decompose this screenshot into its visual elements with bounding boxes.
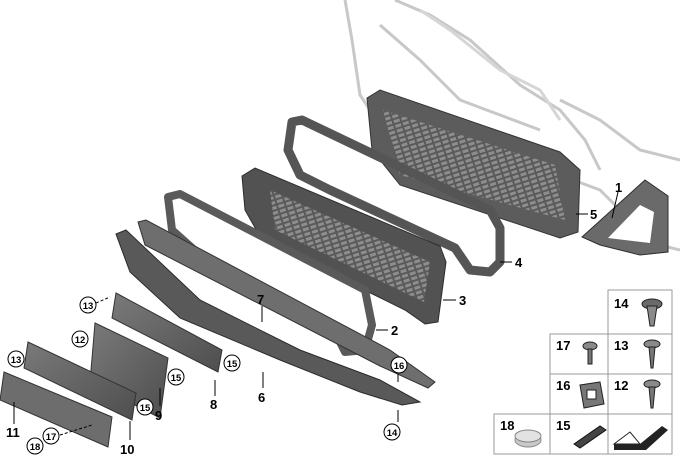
callout-6: 6 (258, 390, 265, 405)
fastener-table: 14 17 13 16 12 18 15 (493, 289, 673, 455)
spoiler-6 (115, 229, 422, 406)
callout-14: 14 (387, 428, 398, 439)
callout-15-b: 15 (171, 373, 182, 384)
callout-3: 3 (459, 293, 466, 308)
plate-10 (23, 341, 137, 421)
callout-10: 10 (120, 442, 134, 457)
license-bracket-8 (111, 292, 223, 373)
table-label-13: 13 (614, 338, 628, 353)
table-label-16: 16 (556, 378, 570, 393)
callout-16: 16 (394, 361, 405, 372)
callout-17: 17 (46, 432, 57, 443)
callout-7: 7 (257, 292, 264, 307)
plate-holder-9 (89, 322, 169, 419)
lower-grille (241, 167, 447, 325)
self-tapping-screw-icon (643, 339, 661, 369)
cap-icon (514, 429, 542, 448)
table-label-14: 14 (614, 296, 629, 311)
callout-13-a: 13 (83, 301, 94, 312)
leader-lines (13, 191, 619, 440)
table-label-17: 17 (556, 338, 570, 353)
callout-9: 9 (155, 408, 162, 423)
callout-15-c: 15 (140, 403, 151, 414)
callout-11: 11 (6, 425, 20, 440)
clip-nut-icon (641, 298, 663, 327)
plate-11 (0, 371, 113, 448)
bolt-icon (643, 379, 661, 409)
circle-callouts (7, 296, 408, 455)
callout-13-b: 13 (11, 355, 22, 366)
callout-1: 1 (615, 180, 622, 195)
corner-trim-1 (581, 179, 669, 256)
callout-15-a: 15 (227, 359, 238, 370)
callout-4: 4 (515, 255, 523, 270)
screw-icon (582, 341, 598, 365)
direction-arrow-icon (612, 426, 668, 450)
callout-12: 12 (75, 335, 86, 346)
table-label-18: 18 (500, 418, 514, 433)
callout-2: 2 (391, 323, 398, 338)
table-label-12: 12 (614, 378, 628, 393)
spring-clip-icon (579, 381, 605, 409)
foam-pad-icon (573, 425, 607, 449)
table-label-15: 15 (556, 418, 570, 433)
callout-18: 18 (30, 442, 41, 453)
trim-strip-7 (137, 219, 436, 389)
trim-frame-4 (283, 115, 505, 277)
callout-5: 5 (590, 207, 597, 222)
callout-8: 8 (210, 397, 217, 412)
